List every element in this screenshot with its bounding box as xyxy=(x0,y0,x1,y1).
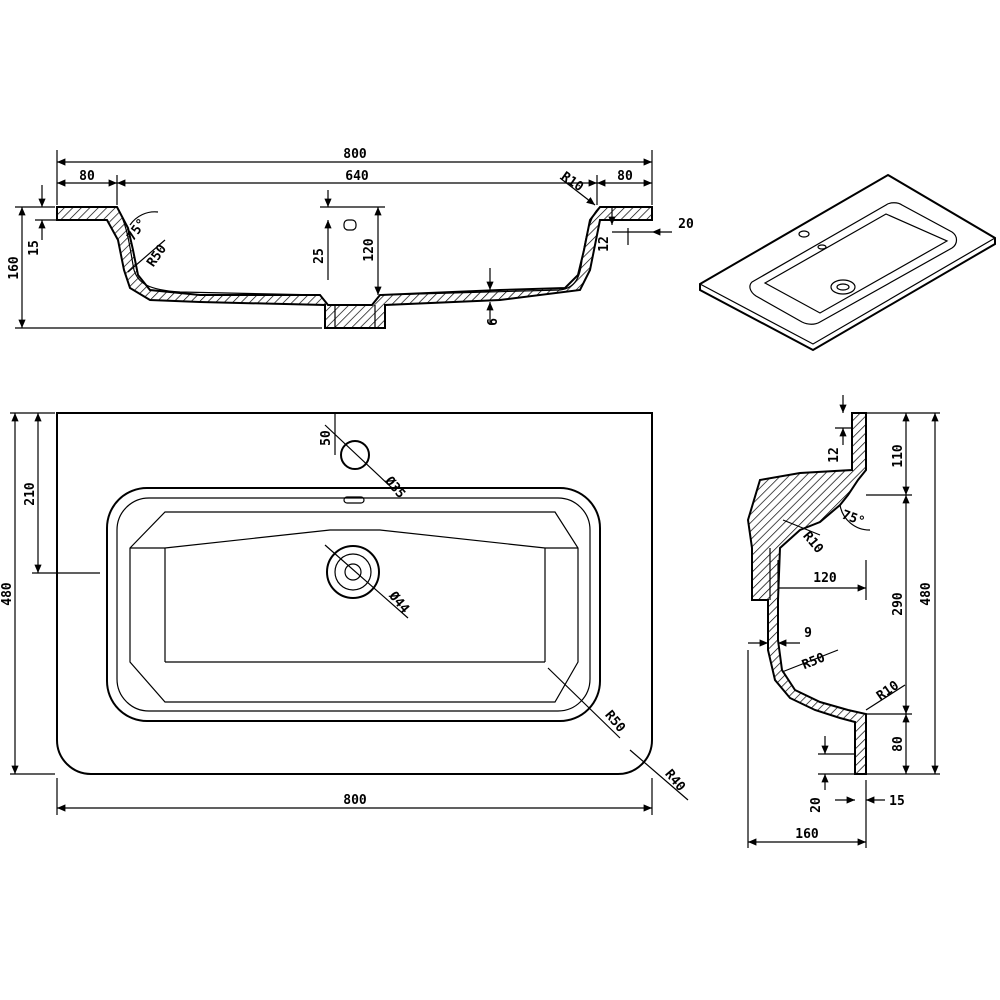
dim-label-drain: Ø44 xyxy=(385,588,412,617)
basin-top-edge xyxy=(699,237,996,345)
dim-label-20-side: 20 xyxy=(809,797,824,813)
overflow-icon xyxy=(817,244,827,250)
drain-inner-icon xyxy=(334,553,372,591)
dim-label-r50: R50 xyxy=(144,242,170,270)
dim-label-110: 110 xyxy=(891,444,906,468)
leader-r40 xyxy=(629,749,689,801)
dim-line-r10 xyxy=(559,177,596,206)
dim-label-480: 480 xyxy=(0,582,15,606)
dim-label-r10-top: R10 xyxy=(799,529,826,557)
angle-arc xyxy=(839,504,871,531)
leader-r10-bottom xyxy=(865,684,906,711)
tap-hole-icon xyxy=(798,230,810,238)
dim-label-480-side: 480 xyxy=(919,582,934,606)
dim-label-80-left: 80 xyxy=(79,169,95,184)
basin-section-shape xyxy=(56,206,653,329)
bowl-rim-inner xyxy=(116,497,591,712)
section-view-front: 800 80 640 80 R10 160 15 75° R50 25 120 xyxy=(7,147,694,329)
drain-icon xyxy=(326,545,380,599)
perspective-view xyxy=(699,173,996,352)
basin-top-outline xyxy=(699,173,996,352)
dim-label-r50-side: R50 xyxy=(800,650,828,673)
dim-label-75-side: 75° xyxy=(840,508,867,530)
dim-label-160: 160 xyxy=(7,256,22,280)
tap-hole-icon xyxy=(340,440,370,470)
section-view-side: 480 110 290 80 12 R10 75° 120 9 R50 R10 xyxy=(746,395,940,848)
angle-arc xyxy=(129,211,159,226)
dim-label-12: 12 xyxy=(597,236,612,252)
dim-label-210: 210 xyxy=(23,482,38,506)
dim-label-120: 120 xyxy=(362,238,377,262)
drain-inner-icon xyxy=(836,283,850,291)
dim-label-corner-radius: R40 xyxy=(661,767,688,795)
dim-label-160-side: 160 xyxy=(795,827,819,842)
dim-label-50: 50 xyxy=(319,430,334,446)
leader-tap xyxy=(324,424,393,489)
plan-view: Ø35 50 Ø44 R50 R40 480 210 800 xyxy=(0,412,689,815)
dim-label-800: 800 xyxy=(343,147,367,162)
dim-label-r10: R10 xyxy=(558,169,586,195)
dim-label-9: 9 xyxy=(804,626,812,641)
drain-icon xyxy=(830,279,856,295)
dim-label-640: 640 xyxy=(345,169,369,184)
leader-r50 xyxy=(127,239,166,273)
dim-label-800-plan: 800 xyxy=(343,793,367,808)
overflow-slot-icon xyxy=(343,219,357,231)
overflow-slot-icon xyxy=(343,496,365,504)
bowl-floor xyxy=(129,511,579,703)
dim-label-tap-hole: Ø35 xyxy=(381,473,408,501)
dim-label-r10-bottom: R10 xyxy=(874,678,902,704)
dim-label-15: 15 xyxy=(27,240,42,256)
bowl-floor-lines xyxy=(164,529,546,663)
dim-label-20: 20 xyxy=(678,217,694,232)
bowl-inner-surface xyxy=(116,206,601,296)
leader-r50-side xyxy=(781,649,839,673)
dim-label-120-side: 120 xyxy=(813,571,837,586)
bowl-rim-outline xyxy=(106,487,601,722)
dim-label-6: 6 xyxy=(486,318,501,326)
leader-drain xyxy=(324,544,409,619)
drain-center-icon xyxy=(344,563,362,581)
dim-label-80-side: 80 xyxy=(891,736,906,752)
side-section-shape xyxy=(746,412,867,775)
dim-label-bowl-radius: R50 xyxy=(601,708,628,736)
bowl-inner xyxy=(763,213,949,314)
leader-r10-top xyxy=(782,519,821,536)
bowl-rim xyxy=(749,202,958,325)
leader-r50 xyxy=(547,667,621,739)
dim-label-12-side: 12 xyxy=(827,447,842,463)
dim-label-80-right: 80 xyxy=(617,169,633,184)
basin-outline xyxy=(56,412,653,776)
dim-label-290: 290 xyxy=(891,592,906,616)
dim-label-25: 25 xyxy=(312,248,327,264)
dim-label-15-side: 15 xyxy=(889,794,905,809)
